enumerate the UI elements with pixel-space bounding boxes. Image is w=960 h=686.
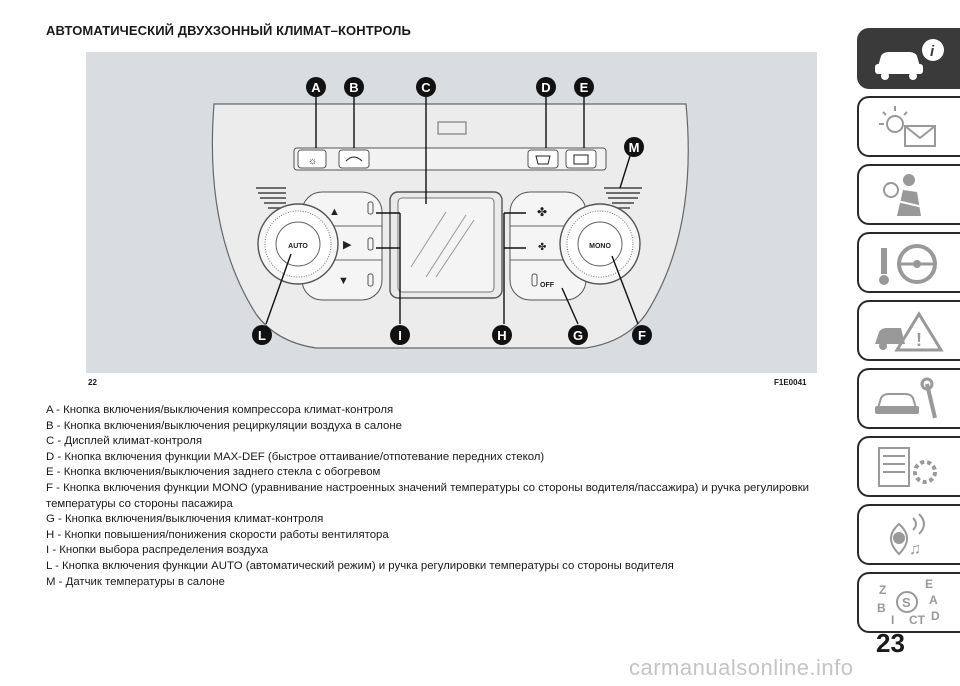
svg-text:D: D bbox=[931, 609, 940, 623]
car-info-icon: i bbox=[875, 39, 944, 80]
index-icon: Z EA B D I CT S bbox=[877, 578, 940, 627]
label-e: E bbox=[580, 80, 589, 95]
page-number: 23 bbox=[876, 628, 905, 658]
svg-text:▶: ▶ bbox=[343, 239, 352, 251]
svg-text:▼: ▼ bbox=[338, 275, 349, 287]
legend-item: A - Кнопка включения/выключения компресс… bbox=[46, 404, 394, 416]
legend-item: F - Кнопка включения функции MONO (уравн… bbox=[46, 481, 810, 510]
label-b: B bbox=[349, 80, 358, 95]
leader-lines bbox=[265, 96, 639, 325]
car-service-icon bbox=[875, 377, 937, 419]
legend-item: G - Кнопка включения/выключения климат-к… bbox=[46, 513, 324, 526]
svg-text:A: A bbox=[929, 593, 938, 607]
svg-text:♫: ♫ bbox=[909, 541, 921, 558]
tab-car-info[interactable]: i bbox=[857, 28, 960, 89]
label-h: H bbox=[497, 328, 506, 343]
legend-item: H - Кнопки повышения/понижения скорости … bbox=[46, 528, 389, 541]
car-breakdown-icon: ! bbox=[875, 311, 944, 352]
label-a: A bbox=[311, 80, 321, 95]
svg-text:☼: ☼ bbox=[308, 156, 317, 167]
svg-text:▲: ▲ bbox=[329, 206, 340, 218]
tab-specifications[interactable] bbox=[857, 436, 960, 497]
svg-text:i: i bbox=[930, 43, 935, 60]
tab-emergency[interactable]: ! bbox=[857, 300, 960, 361]
svg-text:✤: ✤ bbox=[538, 242, 546, 253]
tab-safety[interactable] bbox=[857, 164, 960, 225]
warning-lights-icon bbox=[879, 106, 936, 147]
legend-item: I - Кнопки выбора распределения воздуха bbox=[46, 544, 269, 557]
airbag-seatbelt-icon bbox=[883, 174, 928, 216]
svg-text:E: E bbox=[925, 578, 933, 591]
legend-item: B - Кнопка включения/выключения рециркул… bbox=[46, 419, 402, 432]
figure-number: 22 bbox=[88, 378, 97, 387]
label-d: D bbox=[541, 80, 550, 95]
legend-item: D - Кнопка включения функции MAX-DEF (бы… bbox=[46, 450, 545, 463]
label-i: I bbox=[398, 328, 402, 343]
legend-item: M - Датчик температуры в салоне bbox=[46, 575, 225, 588]
svg-text:I: I bbox=[891, 613, 894, 627]
label-f: F bbox=[638, 328, 646, 343]
tab-driving[interactable] bbox=[857, 232, 960, 293]
legend-item: C - Дисплей климат-контроля bbox=[46, 435, 203, 448]
specifications-icon bbox=[878, 447, 937, 487]
legend-item: E - Кнопка включения/выключения заднего … bbox=[46, 466, 381, 479]
auto-knob-label: AUTO bbox=[288, 243, 308, 250]
legend-item: L - Кнопка включения функции AUTO (автом… bbox=[46, 559, 674, 572]
climate-panel-drawing: ☼ ▲ ▶ ▼ AUTO bbox=[211, 77, 689, 349]
label-l: L bbox=[258, 328, 266, 343]
label-g: G bbox=[573, 328, 583, 343]
page-title: АВТОМАТИЧЕСКИЙ ДВУХЗОННЫЙ КЛИМАТ–КОНТРОЛ… bbox=[46, 23, 411, 38]
climate-control-figure: ☼ ▲ ▶ ▼ AUTO bbox=[86, 52, 817, 373]
svg-text:!: ! bbox=[916, 330, 922, 350]
label-m: M bbox=[629, 140, 640, 155]
legend-list: A - Кнопка включения/выключения компресс… bbox=[46, 403, 846, 590]
tab-warning-lights[interactable] bbox=[857, 96, 960, 157]
svg-text:B: B bbox=[877, 601, 886, 615]
svg-text:✤: ✤ bbox=[537, 205, 547, 219]
callout-labels: A B C D E M L I H G F bbox=[252, 77, 652, 345]
label-c: C bbox=[421, 80, 431, 95]
figure-code: F1E0041 bbox=[774, 378, 807, 387]
svg-text:Z: Z bbox=[879, 583, 886, 597]
mono-knob-label: MONO bbox=[589, 243, 611, 250]
steering-wheel-icon bbox=[879, 244, 937, 285]
tab-service[interactable] bbox=[857, 368, 960, 429]
tab-multimedia[interactable]: ♫ bbox=[857, 504, 960, 565]
watermark: carmanualsonline.info bbox=[629, 655, 854, 680]
off-button-label: OFF bbox=[540, 282, 555, 289]
svg-text:S: S bbox=[902, 595, 911, 610]
svg-text:CT: CT bbox=[909, 613, 926, 627]
multimedia-icon: ♫ bbox=[890, 513, 925, 558]
